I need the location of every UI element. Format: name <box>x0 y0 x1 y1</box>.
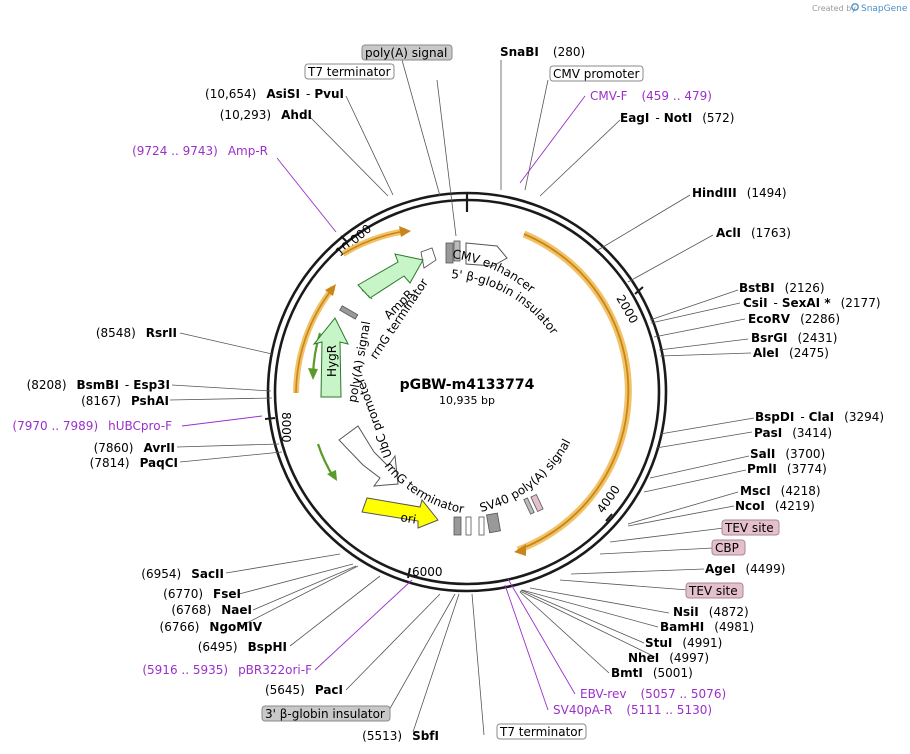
t7-top-arrow <box>420 247 437 269</box>
orange-arc-left-mid-head <box>325 284 336 296</box>
tev-site-1-box <box>721 519 780 536</box>
credit-text: Created by <box>812 4 856 13</box>
cbp-label: CBP <box>715 541 739 555</box>
enzyme-paqci: (7814)PaqCI <box>90 456 178 470</box>
enzyme-snabi: SnaBI(280) <box>500 45 585 59</box>
enzyme-nhei: NheI(4997) <box>628 651 709 665</box>
enzyme-eagi-noti: EagI-NotI(572) <box>620 111 734 125</box>
globin3-box <box>261 705 391 722</box>
ampr-arrow <box>357 253 424 299</box>
enzyme-ecorv: EcoRV(2286) <box>748 312 840 326</box>
hygr-label: HygR <box>325 345 339 377</box>
orange-arc-head-right <box>514 544 526 556</box>
primer-hubcpro-f: (7970 .. 7989)hUBCpro-F <box>12 419 172 433</box>
enzyme-alei: AleI(2475) <box>753 346 829 360</box>
leader-lines <box>169 59 755 736</box>
ori-arrow <box>361 497 439 529</box>
enzyme-bsmbi-esp3i: (8208)BsmBI-Esp3I <box>27 378 170 392</box>
enzyme-rsrii: (8548)RsrII <box>96 326 177 340</box>
bottom-box-2 <box>465 516 472 536</box>
enzyme-bsphi: (6495)BspHI <box>198 640 287 654</box>
globin5-box <box>445 242 454 264</box>
primer-cmv-f: CMV-F(459 .. 479) <box>590 89 712 103</box>
enzyme-nsii: NsiI(4872) <box>673 605 749 619</box>
enzyme-hindiii: HindIII(1494) <box>692 186 787 200</box>
enzyme-ncoi: NcoI(4219) <box>735 499 815 513</box>
green-arrow-lower-head <box>327 470 337 481</box>
orange-arc-left-mid-line <box>295 287 334 394</box>
sv40-box-2 <box>530 493 544 513</box>
credit-brand: SnapGene <box>861 4 908 14</box>
enzyme-naei: (6768)NaeI <box>171 603 252 617</box>
enzyme-avrii: (7860)AvrII <box>94 441 175 455</box>
ori-label: ori <box>399 510 417 526</box>
scale-ticks <box>264 235 644 579</box>
orange-arc-arrow-right <box>517 233 630 551</box>
enzyme-csii-sexai: CsiI-SexAI *(2177) <box>743 296 881 310</box>
polyA-signal-box <box>361 44 453 61</box>
t7-top-box <box>304 63 395 80</box>
enzyme-pasi: PasI(3414) <box>754 426 832 440</box>
bottom-box-1 <box>453 516 462 536</box>
enzyme-ahdi: (10,293)AhdI <box>220 108 312 122</box>
enzyme-stui: StuI(4991) <box>645 636 722 650</box>
t7-bottom-box <box>496 723 587 740</box>
bottom-box-4 <box>486 512 501 534</box>
enzyme-sali: SalI(3700) <box>750 447 825 461</box>
tev-site-2-box <box>685 582 744 599</box>
enzyme-asisi-pvui: (10,654)AsiSI-PvuI <box>205 87 344 101</box>
enzyme-bstbi: BstBI(2126) <box>739 281 825 295</box>
orange-arc-left-top-head <box>399 226 411 237</box>
cmv-promoter-box <box>549 65 644 82</box>
polyA-top-box <box>453 240 461 262</box>
t7-top-label: T7 terminator <box>307 65 391 79</box>
ubc-promoter-arrow <box>338 425 399 487</box>
cbp-box <box>711 539 746 556</box>
primer-amp-r: (9724 .. 9743)Amp-R <box>132 144 268 158</box>
tev-site-2-label: TEV site <box>688 584 738 598</box>
tick-label-8000: 8000 <box>279 412 293 443</box>
enzyme-bspdi-clai: BspDI-ClaI(3294) <box>755 410 884 424</box>
tev-site-1-label: TEV site <box>724 521 774 535</box>
enzyme-fsei: (6770)FseI <box>163 587 241 601</box>
cmv-enhancer-arrow <box>465 242 508 267</box>
t7-bottom-label: T7 terminator <box>499 725 583 739</box>
enzyme-acli: AclI(1763) <box>716 226 791 240</box>
enzyme-bmti: BmtI(5001) <box>611 666 693 680</box>
primer-leaders <box>181 95 586 711</box>
cmv-promoter-label: CMV promoter <box>553 67 640 81</box>
primer-ebv-rev: EBV-rev(5057 .. 5076) <box>580 687 726 701</box>
enzyme-msci: MscI(4218) <box>740 484 821 498</box>
primer-pbr322ori-f: (5916 .. 5935)pBR322ori-F <box>142 663 312 677</box>
plasmid-name: pGBW-m4133774 <box>400 377 535 393</box>
enzyme-agei: AgeI(4499) <box>705 562 785 576</box>
enzyme-sbfi: (5513)SbfI <box>362 729 439 743</box>
enzyme-pshai: (8167)PshAI <box>81 394 169 408</box>
enzyme-pmli: PmlI(3774) <box>747 462 827 476</box>
snapgene-logo-icon <box>851 3 859 11</box>
rrng-top-box <box>339 305 359 320</box>
plasmid-size: 10,935 bp <box>439 394 495 407</box>
enzyme-ngomiv: (6766)NgoMIV <box>160 620 263 634</box>
globin3-label: 3' β-globin insulator <box>265 707 385 721</box>
polyA-signal-label: poly(A) signal <box>365 46 447 60</box>
tick-label-6000: 6000 <box>412 565 443 579</box>
enzyme-bsrgi: BsrGI(2431) <box>751 331 837 345</box>
enzyme-paci: (5645)PacI <box>265 683 343 697</box>
hygr-arrow <box>312 317 349 398</box>
green-arrow-upper-head <box>308 368 318 380</box>
enzyme-bamhi: BamHI(4981) <box>660 620 754 634</box>
sv40-box-1 <box>523 497 535 515</box>
bottom-box-3 <box>478 516 485 536</box>
primer-sv40pa-r: SV40pA-R(5111 .. 5130) <box>553 703 712 717</box>
tick-label-2000: 2000 <box>613 293 640 326</box>
enzyme-sacii: (6954)SacII <box>141 567 224 581</box>
